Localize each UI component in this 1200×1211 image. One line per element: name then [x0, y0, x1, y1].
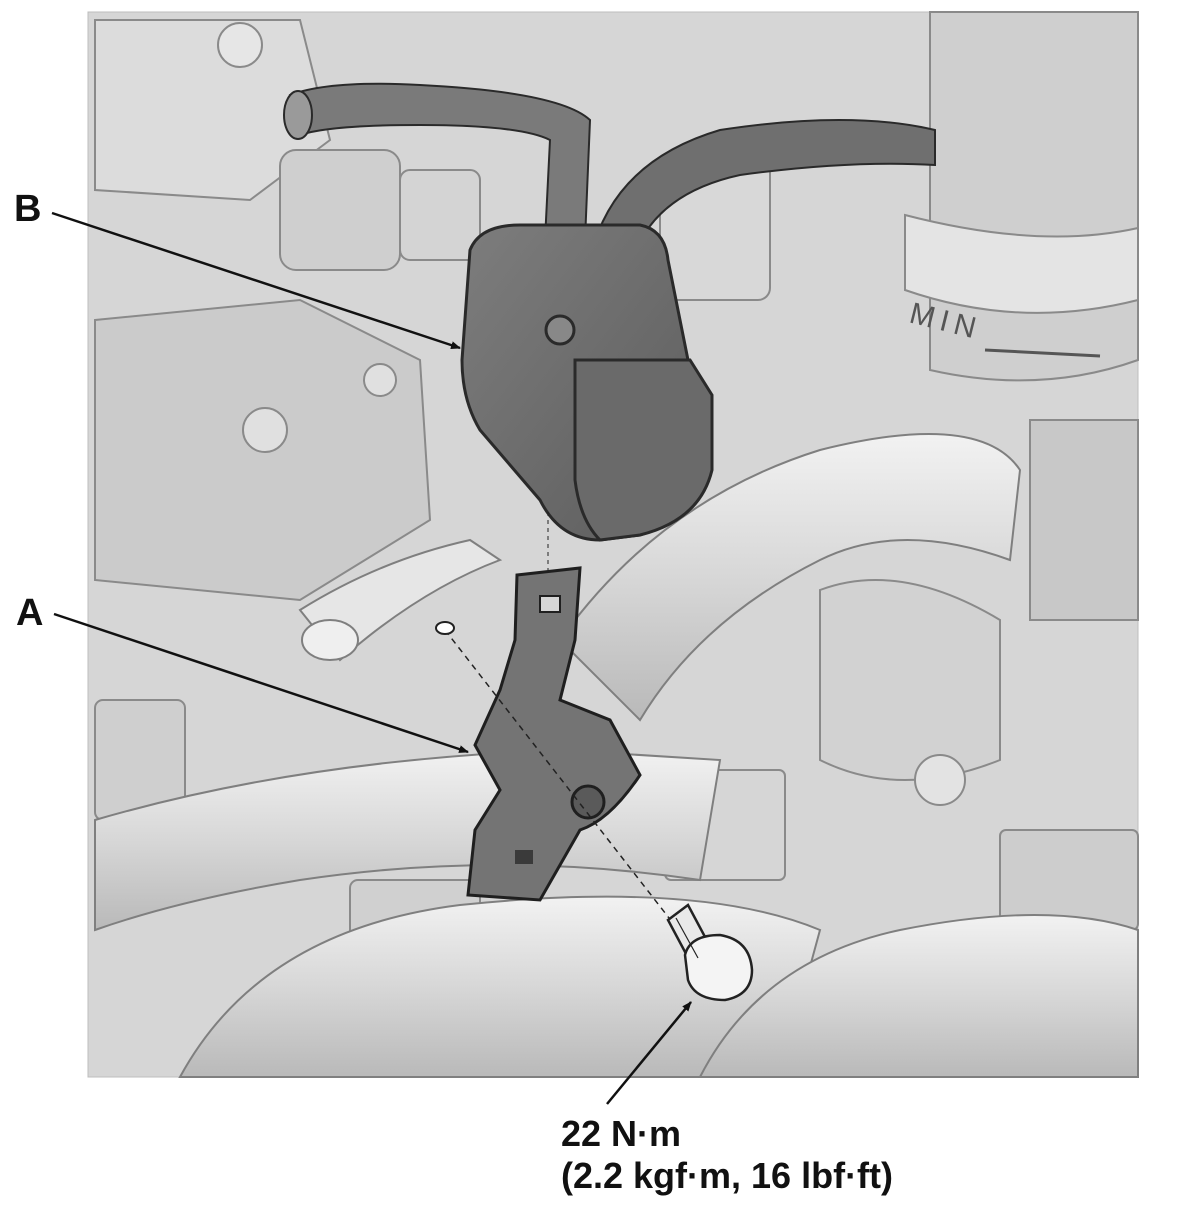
callout-label-a: A	[16, 592, 44, 634]
callout-b-arrow	[51, 211, 461, 350]
engine-components	[94, 11, 1139, 1011]
bolt-assembly	[435, 512, 754, 1002]
torque-arrow	[606, 1001, 692, 1105]
callout-a-arrow	[53, 612, 469, 754]
part-a-bracket	[466, 566, 642, 902]
part-b-canister	[460, 223, 714, 542]
torque-value: 22 N·m	[561, 1113, 682, 1154]
callout-label-b: B	[14, 188, 42, 230]
callout-arrows	[51, 211, 692, 1105]
torque-conversion: (2.2 kgf·m, 16 lbf·ft)	[561, 1155, 894, 1196]
bolt-icon	[666, 903, 754, 1002]
